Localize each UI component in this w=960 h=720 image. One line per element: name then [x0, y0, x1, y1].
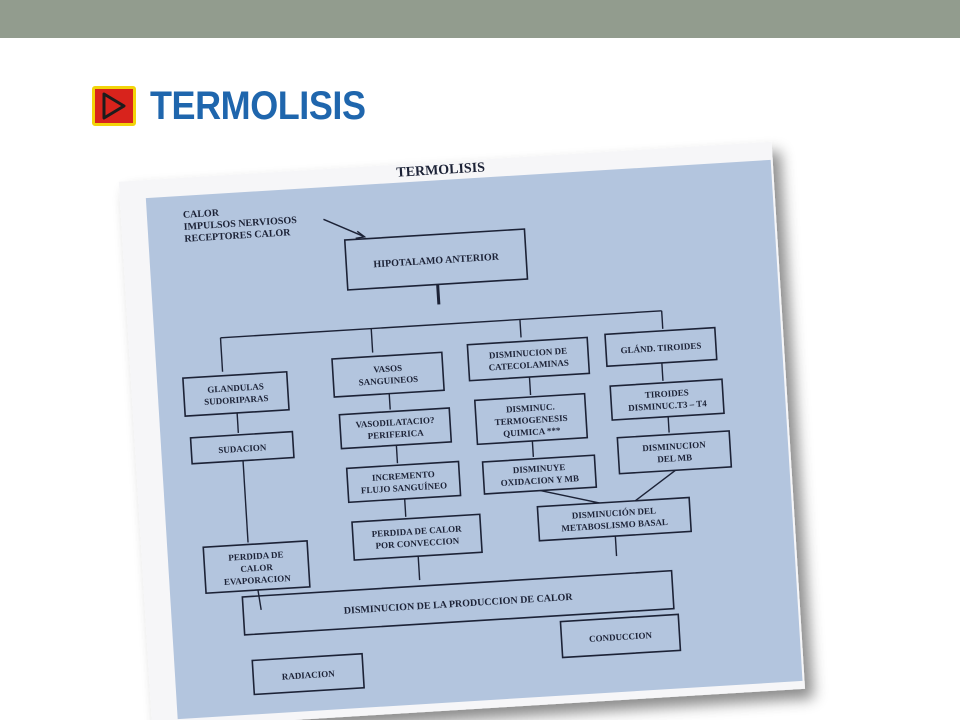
svg-text:CONDUCCION: CONDUCCION — [589, 630, 653, 644]
svg-text:GLANDULAS: GLANDULAS — [207, 381, 264, 394]
svg-text:VASODILATACIO?: VASODILATACIO? — [355, 415, 434, 430]
svg-text:TIROIDES: TIROIDES — [644, 387, 689, 400]
node-glandulas: GLANDULAS SUDORIPARAS — [182, 370, 290, 417]
svg-text:PERIFERICA: PERIFERICA — [367, 428, 424, 441]
svg-text:OXIDACION Y MB: OXIDACION Y MB — [500, 473, 579, 488]
svg-text:DISMINUCION DE: DISMINUCION DE — [489, 346, 568, 361]
svg-text:DISMINUYE: DISMINUYE — [513, 462, 566, 475]
node-vasodilatacion: VASODILATACIO? PERIFERICA — [338, 407, 453, 450]
svg-text:EVAPORACION: EVAPORACION — [224, 573, 292, 587]
slide-title-row: TERMOLISIS — [92, 80, 389, 132]
svg-text:DISMINUCION: DISMINUCION — [642, 439, 706, 453]
svg-text:DEL MB: DEL MB — [657, 452, 692, 464]
node-conduccion: CONDUCCION — [559, 613, 682, 659]
node-radiacion: RADIACION — [251, 652, 365, 696]
svg-text:QUIMICA ***: QUIMICA *** — [503, 425, 561, 439]
svg-text:TERMOGENESIS: TERMOGENESIS — [494, 413, 568, 427]
node-tiroides-t3t4: TIROIDES DISMINUC.T3 – T4 — [609, 378, 725, 421]
top-bar — [0, 0, 960, 38]
diagram-heading: TERMOLISIS — [396, 160, 486, 180]
svg-text:PERDIDA DE: PERDIDA DE — [228, 549, 284, 562]
node-evaporacion: PERDIDA DE CALOR EVAPORACION — [202, 540, 311, 595]
svg-text:INCREMENTO: INCREMENTO — [372, 469, 435, 483]
svg-text:GLÁND. TIROIDES: GLÁND. TIROIDES — [620, 340, 701, 355]
play-arrow-icon — [92, 86, 136, 126]
svg-text:VASOS: VASOS — [373, 363, 402, 375]
svg-text:CATECOLAMINAS: CATECOLAMINAS — [488, 358, 569, 373]
svg-text:SANGUINEOS: SANGUINEOS — [358, 374, 418, 388]
svg-text:DISMINUC.: DISMINUC. — [506, 402, 555, 415]
slide-title: TERMOLISIS — [150, 83, 366, 128]
svg-text:DISMINUC.T3 – T4: DISMINUC.T3 – T4 — [628, 398, 708, 413]
svg-text:CALOR: CALOR — [240, 562, 274, 574]
svg-text:RADIACION: RADIACION — [281, 668, 335, 681]
node-disminucion-mb: DISMINUCION DEL MB — [616, 430, 733, 475]
input-line: CALOR — [183, 208, 220, 221]
svg-text:SUDACION: SUDACION — [218, 442, 267, 455]
svg-text:SUDORIPARAS: SUDORIPARAS — [204, 393, 269, 407]
